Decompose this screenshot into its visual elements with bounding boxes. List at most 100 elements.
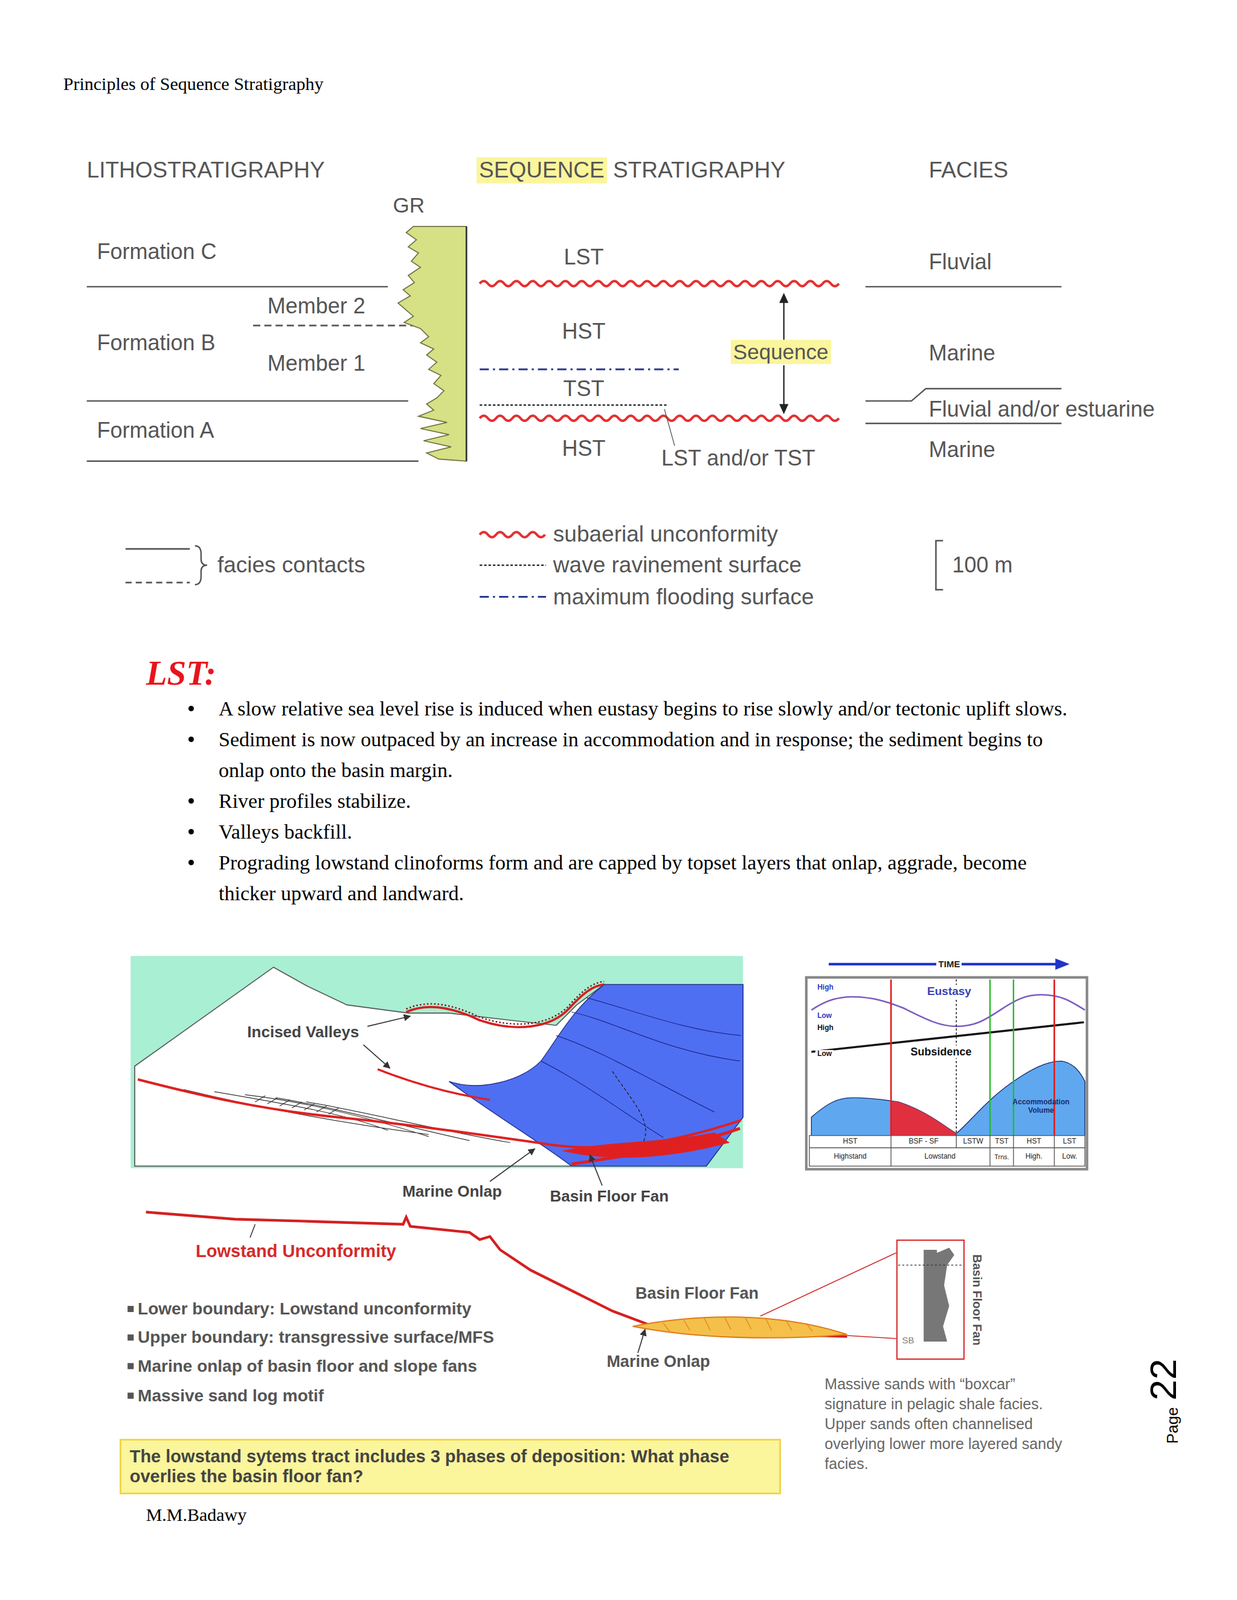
- legend-text: subaerial unconformity: [553, 521, 778, 548]
- label-text: Low.: [1062, 1153, 1078, 1162]
- node-text: SEQUENCE: [478, 157, 605, 184]
- label-text: High: [815, 1024, 836, 1033]
- label-text: LSTW: [963, 1137, 984, 1147]
- label-text: FACIES: [928, 157, 1009, 184]
- bullet-dot: [188, 798, 194, 804]
- legend-line: [125, 582, 190, 585]
- log-box: SBBasin Floor Fan: [896, 1240, 965, 1361]
- bullet-text: Valleys backfill.: [218, 816, 1089, 848]
- label-text: STRATIGRAPHY: [613, 157, 786, 184]
- chart-frame: [806, 977, 1088, 1170]
- leader-arrow: [363, 1044, 391, 1069]
- label-text: HST: [562, 318, 606, 344]
- label-text: Basin Floor Fan: [635, 1284, 759, 1304]
- label-text: High: [815, 983, 836, 993]
- table-rule: [809, 1136, 1085, 1167]
- subaerial-unconformity: [479, 416, 839, 421]
- label-text: Highstand: [834, 1153, 867, 1162]
- maximum-flooding-surface: [479, 368, 679, 371]
- label-text: TST: [563, 376, 605, 402]
- bullet-dot: [188, 829, 194, 835]
- legend-line: [125, 548, 190, 551]
- label-text: Marine: [928, 437, 996, 463]
- leader-line: [664, 409, 675, 447]
- arrow-head: [779, 404, 789, 415]
- label-text: HST: [1026, 1137, 1042, 1147]
- label-text: High.: [1025, 1153, 1043, 1162]
- label-text: LST: [564, 244, 605, 270]
- label-text: Low: [815, 1050, 834, 1059]
- label-text: Formation B: [97, 330, 216, 356]
- label-text: Trns.: [994, 1153, 1010, 1162]
- bullet-list: A slow relative sea level rise is induce…: [218, 693, 1089, 910]
- label-text: 100 m: [952, 552, 1013, 578]
- legend-line: [479, 532, 545, 537]
- gamma-ray-log: [398, 226, 467, 462]
- bullet-text: River profiles stabilize.: [218, 785, 1089, 817]
- basin-red-band: [571, 1128, 740, 1165]
- incised-valley-hatch: [406, 982, 605, 1025]
- label-text: HST: [562, 436, 606, 462]
- bullet-dot: [188, 736, 194, 743]
- label-text: Page: [1163, 1407, 1183, 1445]
- node-text: The lowstand sytems tract includes 3 pha…: [129, 1447, 771, 1488]
- leader-arrow: [637, 1330, 646, 1354]
- time-line: [989, 979, 1014, 1137]
- block-background: [130, 956, 743, 1169]
- square-bullet: [127, 1363, 134, 1370]
- legend-text: maximum flooding surface: [553, 584, 815, 611]
- label-text: LITHOSTRATIGRAPHY: [86, 157, 325, 184]
- leader-arrow: [367, 1016, 411, 1027]
- basin-floor-fan: [632, 1317, 848, 1339]
- label-text: Formation A: [97, 417, 215, 443]
- highlight-box: Sequence: [730, 340, 832, 365]
- slope-fan-outline: [612, 1071, 646, 1143]
- incised-valley: [406, 985, 605, 1029]
- label-text: GR: [393, 193, 426, 218]
- label-text: Subsidence: [908, 1046, 974, 1059]
- label-text: Upper boundary: transgressive surface/MF…: [137, 1328, 495, 1348]
- label-text: Marine onlap of basin floor and slope fa…: [137, 1357, 478, 1377]
- square-bullet: [127, 1306, 134, 1313]
- subaerial-unconformity: [479, 281, 839, 287]
- label-text: Basin Floor Fan: [550, 1188, 669, 1207]
- incised-valley: [377, 1069, 490, 1101]
- label-text: Lower boundary: Lowstand unconformity: [137, 1299, 472, 1320]
- zoom-line: [760, 1253, 897, 1340]
- legend-text: wave ravinement surface: [553, 552, 802, 579]
- formation-contact: [86, 286, 419, 462]
- bathymetry-line: [541, 998, 742, 1138]
- leader-arrow: [590, 1155, 603, 1187]
- accommodation-red: [890, 1061, 957, 1136]
- highlight-box: SEQUENCE: [476, 157, 608, 184]
- label-text: Eustasy: [925, 985, 974, 1000]
- log-axis: [465, 226, 468, 462]
- label-text: HST: [843, 1137, 858, 1147]
- bullet-item: Prograding lowstand clinoforms form and …: [218, 847, 1089, 910]
- bullet-item: Valleys backfill.: [218, 816, 1089, 848]
- bullet-dot: [188, 860, 194, 866]
- node-text: Basin Floor Fan: [969, 1254, 984, 1346]
- member-contact: [253, 324, 414, 327]
- bullet-text: A slow relative sea level rise is induce…: [218, 693, 1089, 725]
- label-text: 22: [1142, 1359, 1186, 1401]
- label-text: Formation C: [97, 239, 217, 265]
- label-text: LST:: [146, 653, 217, 694]
- label-text: TIME: [936, 959, 963, 970]
- bullet-item: A slow relative sea level rise is induce…: [218, 693, 1089, 725]
- wave-ravinement-surface: [479, 404, 669, 406]
- label-text: Member 2: [267, 293, 366, 319]
- leader-line: [250, 1224, 255, 1239]
- leader-arrow: [489, 1149, 535, 1183]
- bullet-item: Sediment is now outpaced by an increase …: [218, 724, 1089, 786]
- question-box: The lowstand sytems tract includes 3 pha…: [119, 1439, 781, 1496]
- node-text: SB: [902, 1335, 915, 1346]
- label-text: Fluvial and/or estuarine: [928, 396, 1155, 422]
- bullet-item: River profiles stabilize.: [218, 785, 1089, 817]
- label-text: BSF - SF: [909, 1137, 939, 1147]
- log-marker: [898, 1265, 963, 1266]
- label-text: Accommodation Volume: [1007, 1099, 1076, 1117]
- legend-line: [479, 564, 547, 566]
- label-text: LST and/or TST: [661, 445, 816, 471]
